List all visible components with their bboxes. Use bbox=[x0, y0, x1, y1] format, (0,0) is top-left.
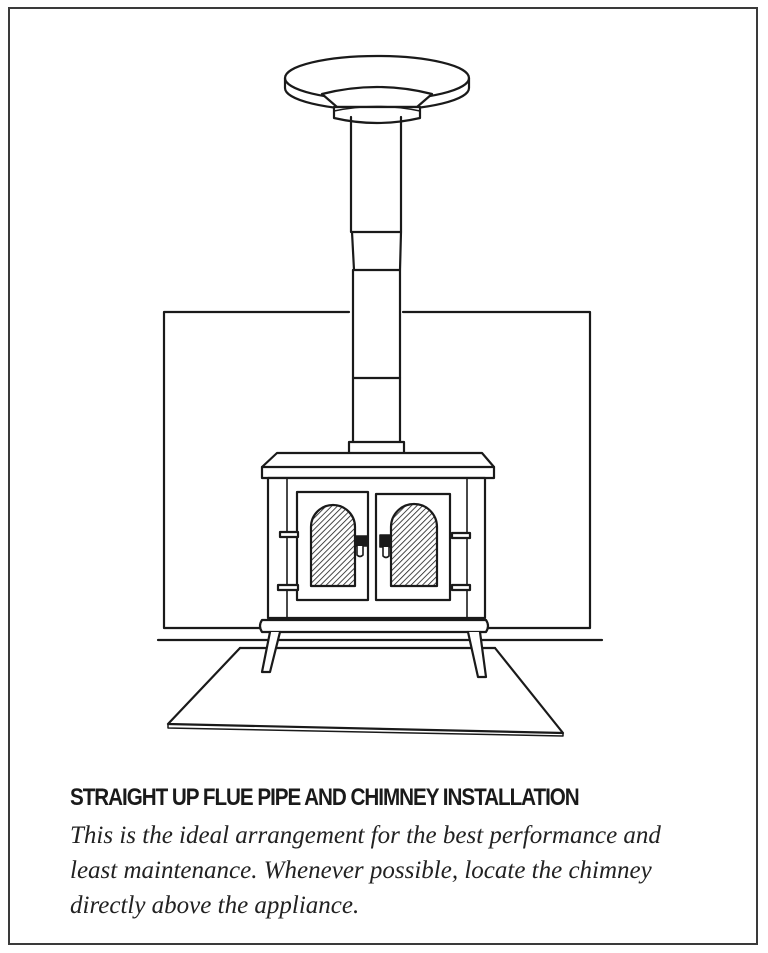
caption-line: This is the ideal arrangement for the be… bbox=[70, 822, 661, 849]
stove bbox=[258, 451, 496, 679]
ceiling-plate bbox=[283, 54, 471, 125]
flue-pipe bbox=[347, 115, 406, 456]
caption-line: least maintenance. Whenever possible, lo… bbox=[70, 857, 652, 884]
caption-title: STRAIGHT UP FLUE PIPE AND CHIMNEY INSTAL… bbox=[70, 784, 580, 811]
hearth-plate bbox=[166, 646, 565, 737]
door-glass bbox=[309, 502, 439, 588]
door-handles bbox=[354, 534, 391, 559]
wall-panel bbox=[162, 310, 592, 630]
caption-line: directly above the appliance. bbox=[70, 892, 360, 919]
caption-body: This is the ideal arrangement for the be… bbox=[70, 818, 750, 923]
